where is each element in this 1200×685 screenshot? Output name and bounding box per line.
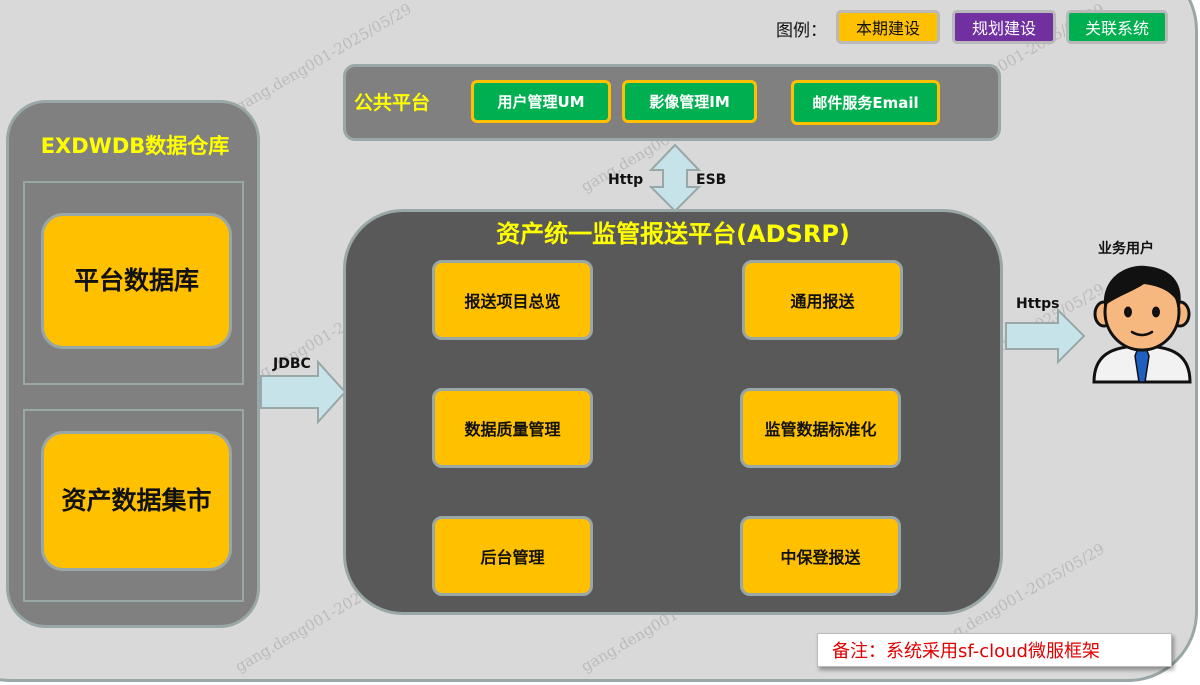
image-management-im: 影像管理IM xyxy=(622,80,757,123)
jdbc-arrow xyxy=(260,359,347,425)
jdbc-label: JDBC xyxy=(273,356,311,372)
esb-label: ESB xyxy=(696,172,727,188)
public-platform-title: 公共平台 xyxy=(354,92,431,114)
https-label: Https xyxy=(1016,296,1060,312)
http-esb-double-arrow xyxy=(648,143,702,213)
https-arrow xyxy=(1005,307,1086,365)
adsrp-platform-title: 资产统一监管报送平台(ADSRP) xyxy=(496,220,850,248)
module-data-quality: 数据质量管理 xyxy=(432,388,593,468)
data-warehouse-title: EXDWDB数据仓库 xyxy=(40,134,230,158)
legend-related-system: 关联系统 xyxy=(1066,10,1168,44)
module-zhongbaodeng-report: 中保登报送 xyxy=(740,516,901,596)
module-data-standardization: 监管数据标准化 xyxy=(740,388,901,468)
module-general-report: 通用报送 xyxy=(742,260,903,340)
http-label: Http xyxy=(608,172,644,188)
asset-data-mart: 资产数据集市 xyxy=(41,431,232,571)
legend-planned-build: 规划建设 xyxy=(952,10,1056,44)
module-backend-admin: 后台管理 xyxy=(432,516,593,596)
platform-database: 平台数据库 xyxy=(41,213,232,349)
email-service: 邮件服务Email xyxy=(791,80,940,125)
legend-current-build: 本期建设 xyxy=(836,10,940,44)
business-user-label: 业务用户 xyxy=(1098,241,1154,257)
legend-label: 图例： xyxy=(776,21,827,41)
business-user-icon xyxy=(1092,265,1192,384)
user-management-um: 用户管理UM xyxy=(471,80,611,123)
architecture-note: 备注：系统采用sf-cloud微服框架 xyxy=(817,633,1172,667)
module-report-overview: 报送项目总览 xyxy=(432,260,593,340)
